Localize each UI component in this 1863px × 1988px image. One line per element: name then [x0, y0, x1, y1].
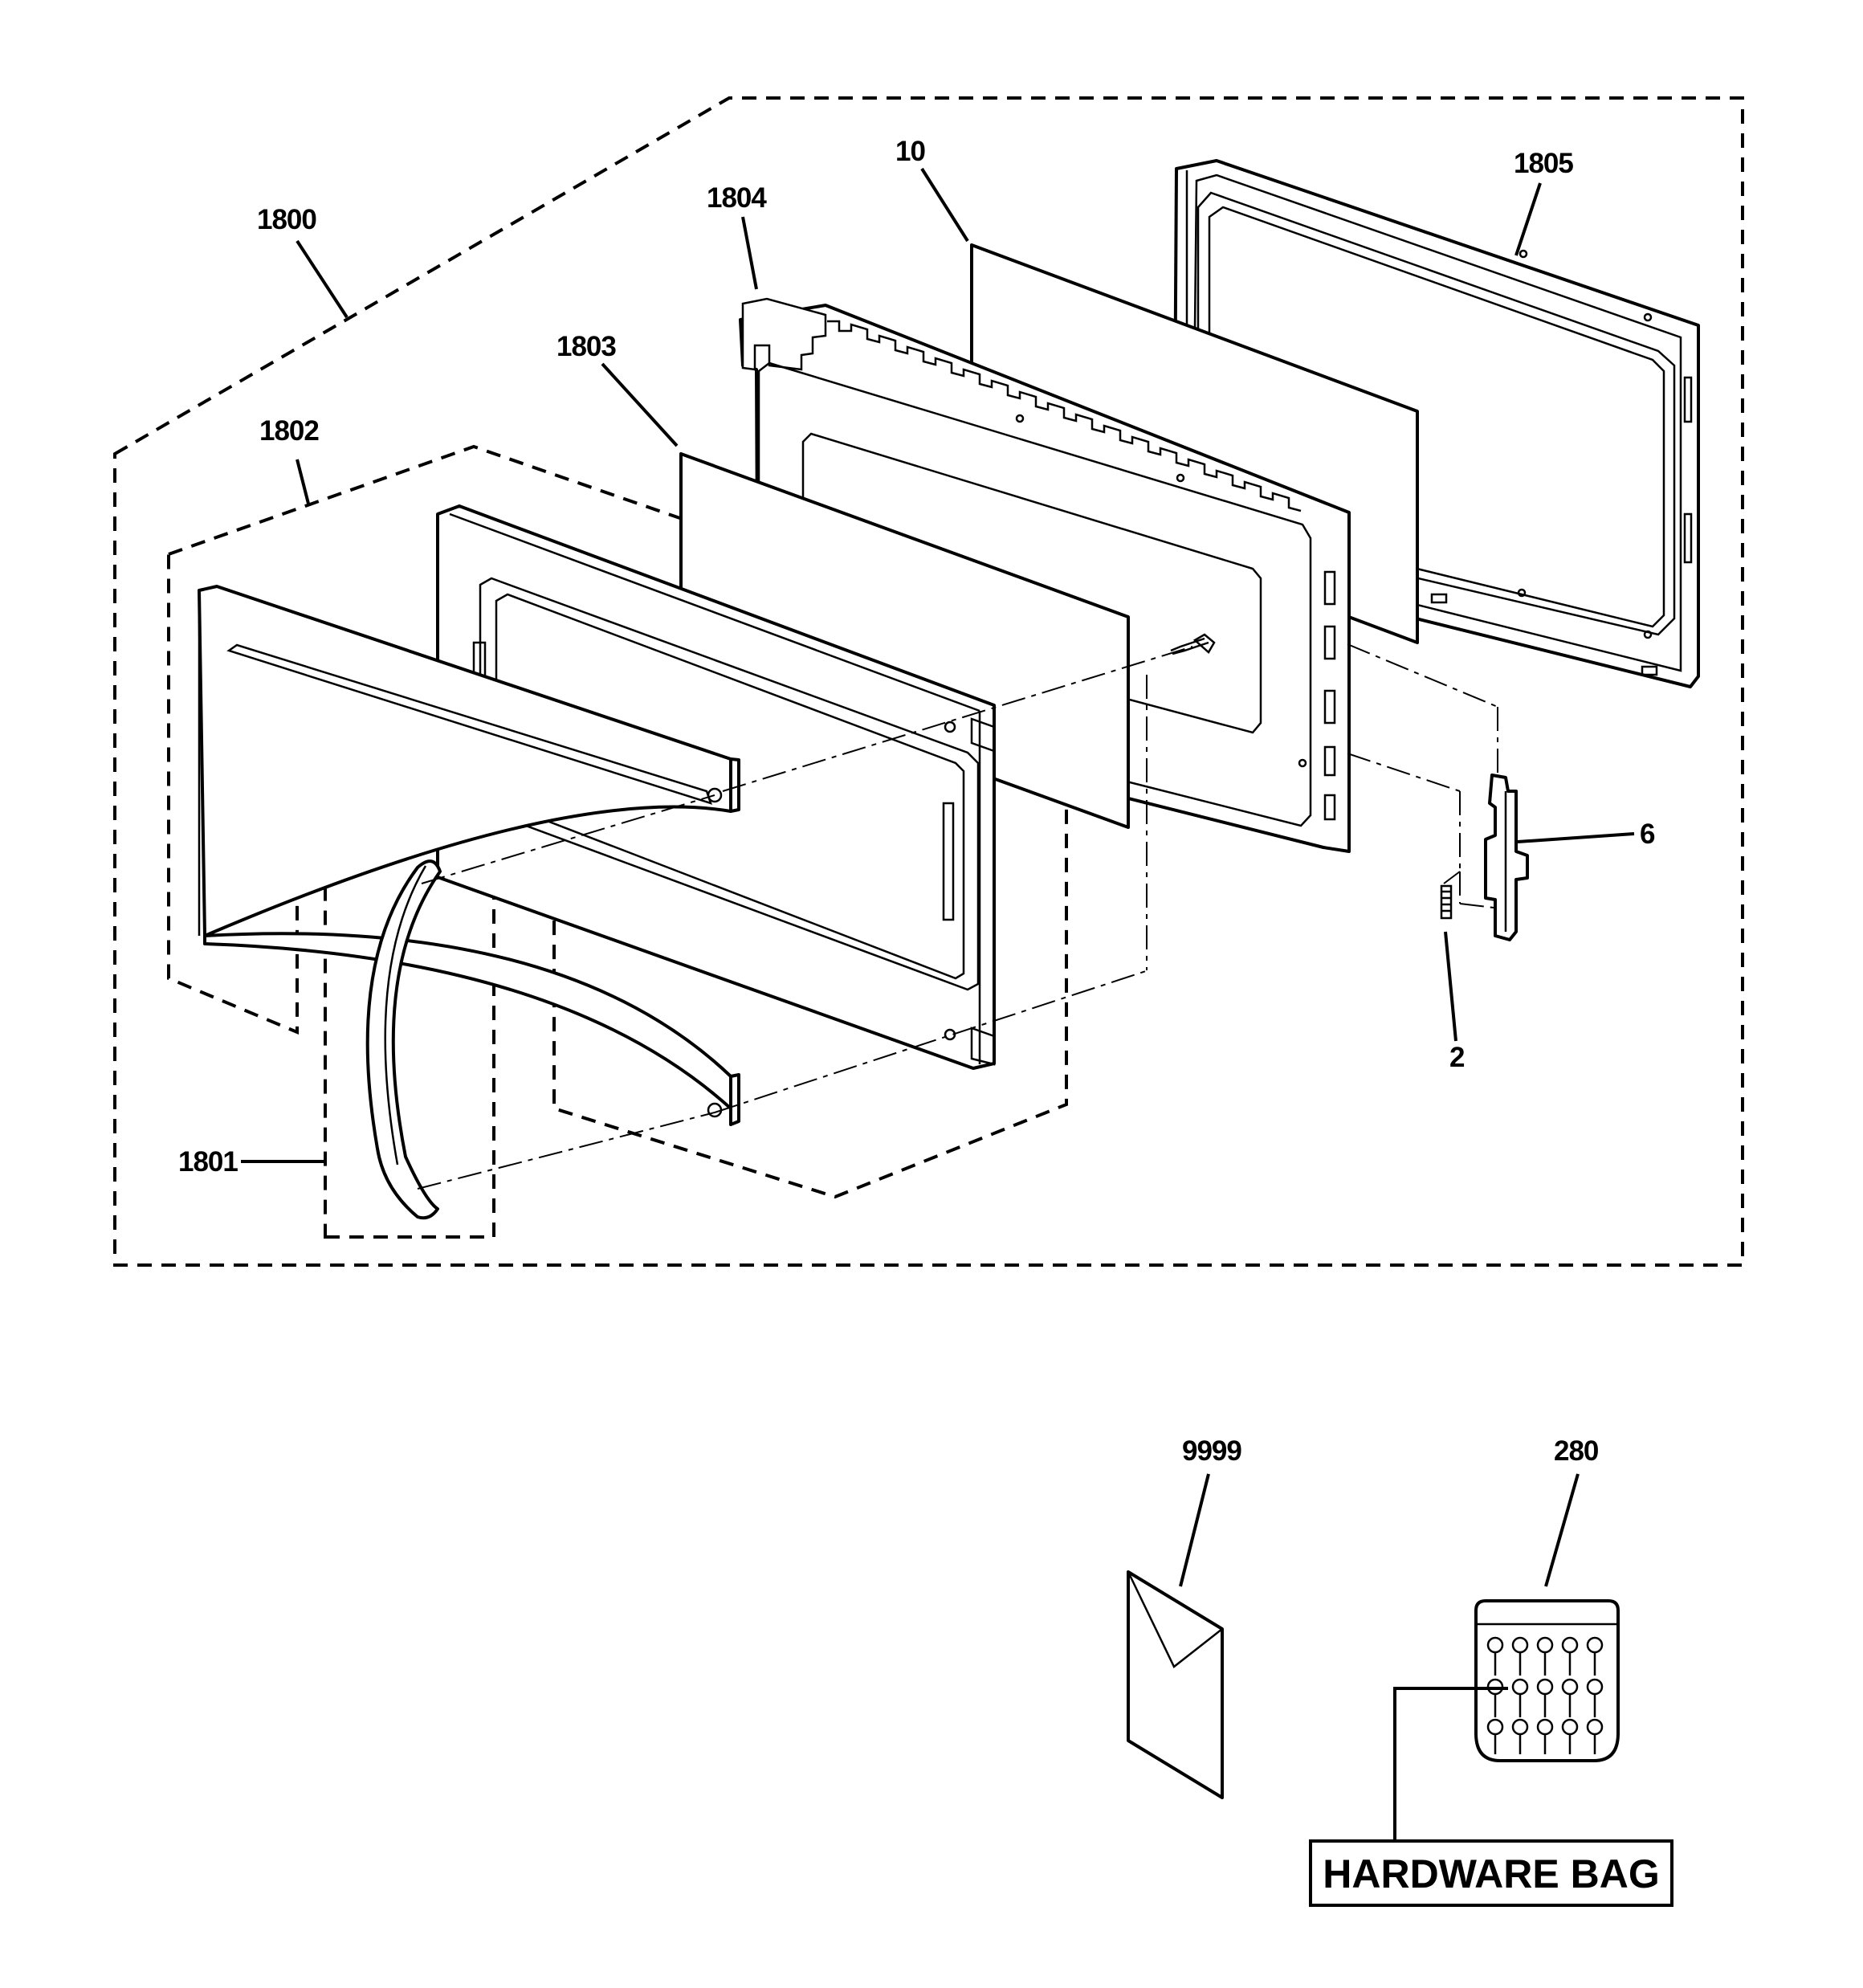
callout-6: 6 — [1640, 818, 1655, 850]
hardware-bag-label-box — [1309, 1839, 1673, 1907]
leader-9999 — [1179, 1473, 1210, 1587]
leader-1805 — [1514, 182, 1542, 256]
callout-2: 2 — [1449, 1042, 1465, 1073]
callout-1804: 1804 — [707, 182, 767, 214]
leader-1800 — [296, 239, 349, 319]
group-1800-boundary — [113, 96, 1744, 1267]
callout-1805: 1805 — [1514, 148, 1573, 179]
group-1802-boundary — [167, 444, 1068, 1199]
leader-10 — [920, 167, 969, 243]
part-2-spring — [1440, 884, 1453, 920]
screws-grid — [1486, 1636, 1604, 1754]
callout-9999: 9999 — [1182, 1435, 1241, 1467]
leader-1802 — [296, 459, 310, 504]
callout-1802: 1802 — [259, 415, 319, 447]
callout-1801: 1801 — [178, 1146, 238, 1178]
leader-1804 — [741, 216, 758, 290]
part-9999-literature — [1127, 1570, 1224, 1799]
leader-2 — [1444, 931, 1457, 1042]
part-1801-handle — [365, 859, 442, 1220]
part-6-latch — [1484, 774, 1529, 941]
part-280-hardware-bag — [1474, 1599, 1620, 1762]
leader-6 — [1517, 832, 1635, 843]
hardware-bag-label: HARDWARE BAG — [1323, 1851, 1659, 1896]
leader-280 — [1544, 1473, 1580, 1587]
callout-10: 10 — [895, 136, 925, 167]
leader-1803 — [601, 362, 679, 447]
callout-280: 280 — [1554, 1435, 1599, 1467]
callout-1803: 1803 — [556, 331, 616, 362]
assembly-phantom-lines — [417, 643, 1498, 1190]
screw-part — [1170, 633, 1216, 655]
hardware-bag-leader — [1393, 1687, 1508, 1841]
callout-1800: 1800 — [257, 204, 316, 235]
front-door-panel — [198, 585, 740, 1126]
